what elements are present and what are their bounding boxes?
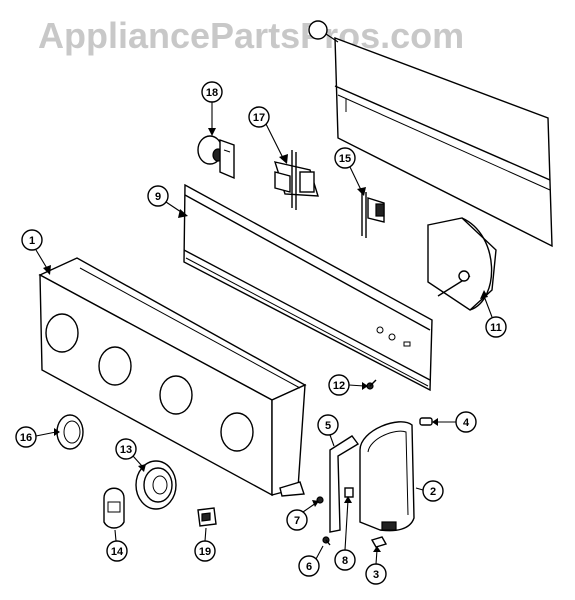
- part-18-timer: [197, 135, 235, 180]
- part-13-knob: [135, 460, 177, 510]
- callout-19-label: 19: [199, 546, 211, 558]
- part-17-switch: [273, 150, 319, 210]
- part-8-clip: [344, 487, 354, 498]
- callout-1: [21, 229, 43, 251]
- part-6-screw: [322, 536, 331, 546]
- part-5-trim: [329, 435, 360, 533]
- part-16-knob: [56, 414, 84, 450]
- callout-1-label: 1: [29, 235, 35, 247]
- callout-15-label: 15: [339, 153, 351, 165]
- callout-6-label: 6: [306, 561, 312, 573]
- callout-4-label: 4: [463, 417, 470, 429]
- callout-13: [115, 438, 137, 460]
- callout-11: [485, 316, 507, 338]
- part-11-motor: [427, 217, 497, 311]
- callout-rear-panel: [308, 20, 328, 40]
- callout-5: [317, 414, 339, 436]
- rear-panel: [334, 36, 553, 248]
- callout-3-label: 3: [373, 569, 379, 581]
- callout-7-label: 7: [294, 515, 300, 527]
- part-12-screw: [366, 379, 377, 390]
- watermark-text: AppliancePartsPros.com: [38, 15, 464, 56]
- callout-7: [286, 509, 308, 531]
- callout-18-label: 18: [206, 87, 218, 99]
- part-1-console: [38, 257, 307, 497]
- part-14-knob: [103, 487, 125, 529]
- callout-8-label: 8: [342, 555, 348, 567]
- part-2-end-cap: [359, 421, 415, 532]
- callout-9: [147, 185, 169, 207]
- callout-17: [248, 106, 270, 128]
- part-19-clip: [197, 507, 217, 527]
- callout-2-label: 2: [430, 486, 436, 498]
- part-9-control-panel: [183, 183, 433, 392]
- callout-2: [422, 480, 444, 502]
- callout-6: [298, 555, 320, 577]
- callout-15: [334, 147, 356, 169]
- callout-12-label: 12: [333, 380, 345, 392]
- callout-9-label: 9: [155, 191, 161, 203]
- callout-16-label: 16: [20, 432, 32, 444]
- callout-17-label: 17: [253, 112, 265, 124]
- callout-16: [15, 426, 37, 448]
- part-15-bracket: [361, 192, 385, 238]
- part-4-clip: [419, 417, 433, 426]
- callouts: 18 17 15 9 1 11 12: [15, 20, 507, 585]
- callout-11-label: 11: [490, 322, 502, 334]
- callout-14-label: 14: [111, 546, 124, 558]
- callout-14: [106, 540, 128, 562]
- callout-13-label: 13: [120, 444, 132, 456]
- callout-5-label: 5: [325, 420, 331, 432]
- part-3-clip: [370, 536, 388, 548]
